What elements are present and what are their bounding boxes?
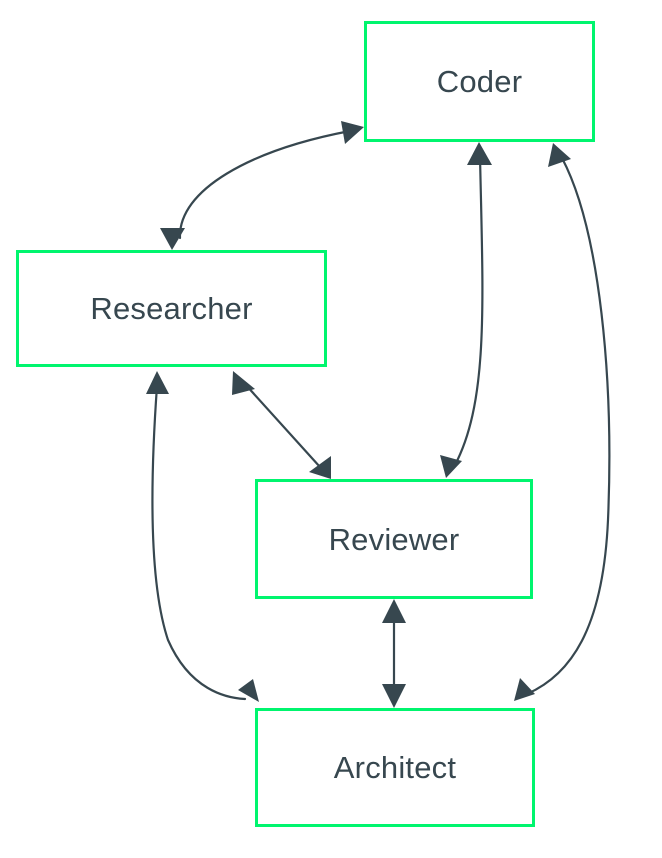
node-coder[interactable]: Coder [364, 21, 595, 142]
node-researcher-label: Researcher [90, 291, 253, 326]
edge-coder-architect-arrowhead-architect [514, 678, 535, 701]
node-architect-label: Architect [333, 750, 457, 785]
edge-coder-architect [514, 143, 611, 701]
edge-reviewer-architect [382, 599, 406, 708]
edge-coder-architect-path [525, 156, 611, 696]
node-architect[interactable]: Architect [255, 708, 535, 827]
node-researcher[interactable]: Researcher [16, 250, 327, 367]
edge-coder-reviewer [440, 142, 492, 478]
edge-coder-reviewer-path [453, 154, 484, 467]
edge-coder-researcher-arrowhead-coder [341, 121, 364, 144]
node-reviewer[interactable]: Reviewer [255, 479, 533, 599]
edge-coder-researcher [160, 121, 364, 250]
edge-coder-researcher-path [178, 129, 352, 240]
edge-researcher-architect-arrowhead-architect [238, 679, 259, 702]
edge-coder-architect-arrowhead-coder [548, 143, 571, 167]
edge-researcher-reviewer [232, 371, 331, 479]
edge-researcher-reviewer-path [243, 382, 322, 469]
edge-coder-reviewer-arrowhead-coder [467, 142, 492, 165]
edge-reviewer-architect-arrowhead-architect [382, 684, 406, 708]
edge-researcher-reviewer-arrowhead-reviewer [309, 456, 331, 479]
edge-researcher-architect [146, 371, 259, 702]
node-reviewer-label: Reviewer [328, 521, 460, 557]
node-coder-label: Coder [436, 64, 523, 99]
edge-coder-reviewer-arrowhead-reviewer [440, 455, 462, 478]
edge-reviewer-architect-arrowhead-reviewer [382, 599, 406, 623]
edge-researcher-reviewer-arrowhead-researcher [232, 371, 255, 395]
edge-researcher-architect-arrowhead-researcher [146, 371, 169, 394]
edge-researcher-architect-path [151, 384, 247, 701]
edge-coder-researcher-arrowhead-researcher [160, 228, 185, 250]
